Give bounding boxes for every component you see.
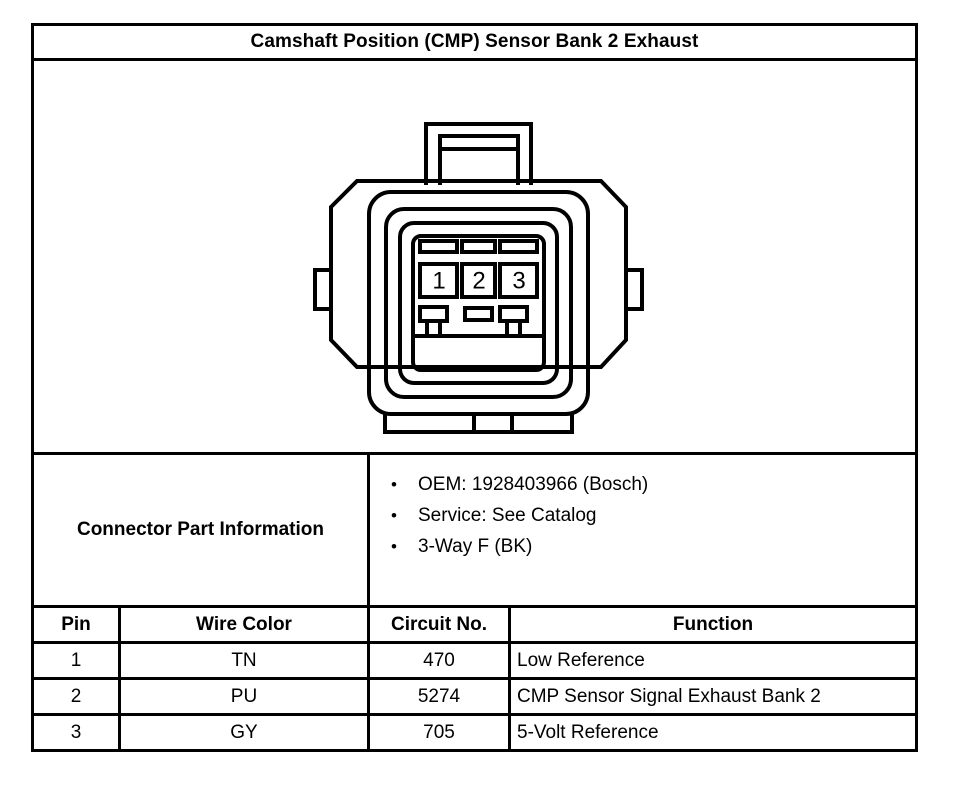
list-item: • OEM: 1928403966 (Bosch) [370, 469, 915, 500]
housing-inner [384, 207, 573, 399]
title-bar: Camshaft Position (CMP) Sensor Bank 2 Ex… [31, 23, 918, 61]
connector-detail-sheet: Camshaft Position (CMP) Sensor Bank 2 Ex… [31, 23, 918, 771]
bottom-flange [383, 412, 574, 434]
cavity-wall [411, 234, 546, 372]
part-information-oem: OEM: 1928403966 (Bosch) [418, 474, 649, 495]
right-side-tab [624, 268, 644, 311]
key-slot-2 [460, 239, 497, 254]
key-slot-1 [418, 239, 459, 254]
bullet-icon: • [391, 475, 397, 494]
part-information-label: Connector Part Information [76, 519, 324, 540]
latch-outer [424, 122, 533, 185]
table-row: 1 TN 470 Low Reference [31, 641, 918, 680]
cell-pin: 1 [31, 641, 121, 680]
list-item: • 3-Way F (BK) [370, 531, 915, 562]
part-information-service: Service: See Catalog [418, 505, 597, 526]
column-header-wire-color: Wire Color [118, 605, 370, 644]
terminal-lock-3 [498, 305, 529, 323]
cell-circuit-no: 5274 [367, 677, 511, 716]
connector-diagram-cell: 1 2 3 [31, 58, 918, 455]
table-header-row: Pin Wire Color Circuit No. Function [31, 605, 918, 644]
housing-outer [367, 190, 590, 416]
column-header-pin: Pin [31, 605, 121, 644]
terminal-lock-2 [463, 306, 494, 322]
pin-cavity-2 [460, 262, 497, 299]
part-information-list: • OEM: 1928403966 (Bosch) • Service: See… [370, 455, 915, 605]
cell-circuit-no: 470 [367, 641, 511, 680]
cell-function: Low Reference [508, 641, 918, 680]
shell-outer-body [329, 179, 628, 369]
pinout-table: Pin Wire Color Circuit No. Function 1 TN… [31, 605, 918, 752]
column-header-function: Function [508, 605, 918, 644]
terminal-stem-1 [425, 319, 442, 338]
part-information-label-cell: Connector Part Information [34, 455, 370, 605]
connector-illustration: 1 2 3 [34, 61, 915, 452]
list-item: • Service: See Catalog [370, 500, 915, 531]
pin-cavity-3 [498, 262, 539, 299]
table-row: 3 GY 705 5-Volt Reference [31, 713, 918, 752]
page-title: Camshaft Position (CMP) Sensor Bank 2 Ex… [250, 31, 699, 52]
pin-number-2: 2 [472, 267, 485, 294]
cavity-seal [398, 221, 559, 385]
left-side-tab [313, 268, 333, 311]
cell-function: 5-Volt Reference [508, 713, 918, 752]
cell-function: CMP Sensor Signal Exhaust Bank 2 [508, 677, 918, 716]
connector-face-svg: 1 2 3 [313, 122, 644, 434]
pin-number-1: 1 [432, 267, 445, 294]
cell-wire-color: TN [118, 641, 370, 680]
pin-cavity-1 [418, 262, 459, 299]
cell-wire-color: PU [118, 677, 370, 716]
part-information-way-count: 3-Way F (BK) [418, 536, 533, 557]
bullet-icon: • [391, 537, 397, 556]
bullet-icon: • [391, 506, 397, 525]
latch-inner [438, 134, 520, 185]
column-header-circuit-no: Circuit No. [367, 605, 511, 644]
pin-number-3: 3 [512, 267, 525, 294]
connector-part-information-row: Connector Part Information • OEM: 192840… [31, 452, 918, 608]
table-row: 2 PU 5274 CMP Sensor Signal Exhaust Bank… [31, 677, 918, 716]
cell-pin: 2 [31, 677, 121, 716]
cell-wire-color: GY [118, 713, 370, 752]
terminal-stem-3 [505, 319, 522, 338]
terminal-lock-1 [418, 305, 449, 323]
key-slot-3 [498, 239, 539, 254]
cell-circuit-no: 705 [367, 713, 511, 752]
cell-pin: 3 [31, 713, 121, 752]
